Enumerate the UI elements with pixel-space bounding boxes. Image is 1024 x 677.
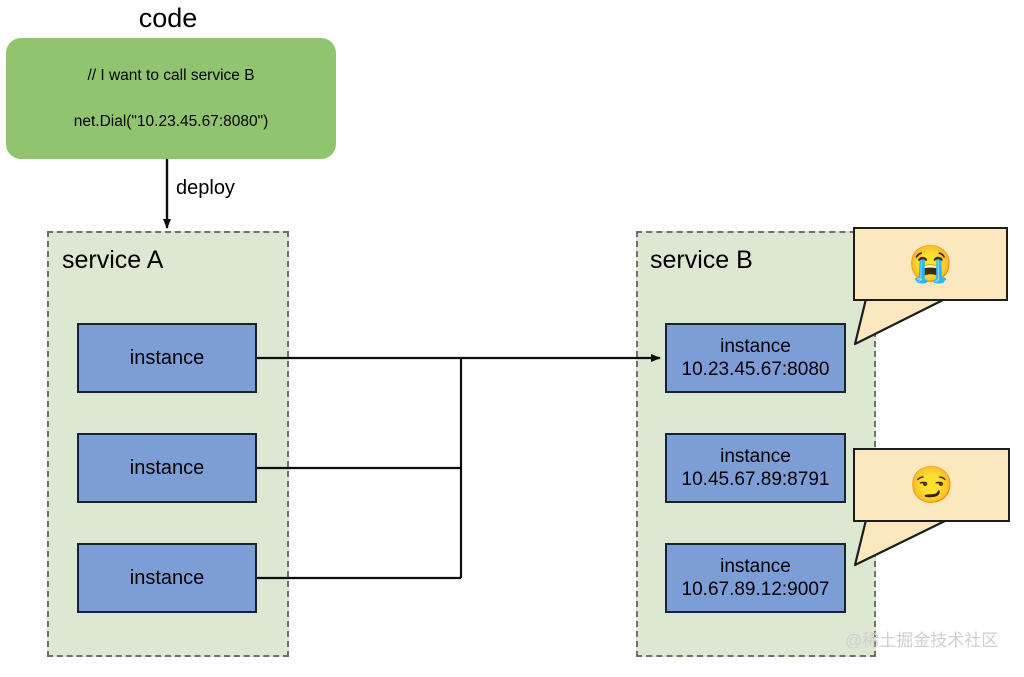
- service-a-instance-2[interactable]: instance: [77, 433, 257, 503]
- smirking-face-emoji: 😏: [909, 464, 954, 505]
- service-b-instance-3[interactable]: instance 10.67.89.12:9007: [665, 543, 846, 613]
- deploy-edge-label: deploy: [176, 177, 235, 199]
- instance-name: instance: [720, 336, 791, 357]
- service-a-title: service A: [62, 246, 164, 274]
- service-b-instance-2[interactable]: instance 10.45.67.89:8791: [665, 433, 846, 503]
- instance-name: instance: [720, 446, 791, 467]
- service-a-instance-3[interactable]: instance: [77, 543, 257, 613]
- instance-address: 10.45.67.89:8791: [681, 469, 830, 490]
- instance-name: instance: [129, 346, 205, 369]
- callout-bubble-2: 😏: [853, 448, 1010, 522]
- code-call-line: net.Dial("10.23.45.67:8080"): [73, 113, 269, 130]
- instance-address: 10.23.45.67:8080: [681, 359, 830, 380]
- service-b-instance-1[interactable]: instance 10.23.45.67:8080: [665, 323, 846, 393]
- loudly-crying-face-emoji: 😭: [908, 243, 953, 284]
- instance-name: instance: [129, 456, 205, 479]
- instance-name: instance: [720, 556, 791, 577]
- instance-name: instance: [129, 566, 205, 589]
- code-title-label: code: [138, 3, 198, 33]
- service-b-title: service B: [650, 246, 753, 274]
- watermark: @稀土掘金技术社区: [845, 631, 999, 650]
- instance-address: 10.67.89.12:9007: [681, 579, 830, 600]
- callout-bubble-1: 😭: [853, 227, 1008, 301]
- service-a-instance-1[interactable]: instance: [77, 323, 257, 393]
- code-block: // I want to call service B net.Dial("10…: [6, 38, 336, 159]
- code-comment-line: // I want to call service B: [87, 67, 255, 84]
